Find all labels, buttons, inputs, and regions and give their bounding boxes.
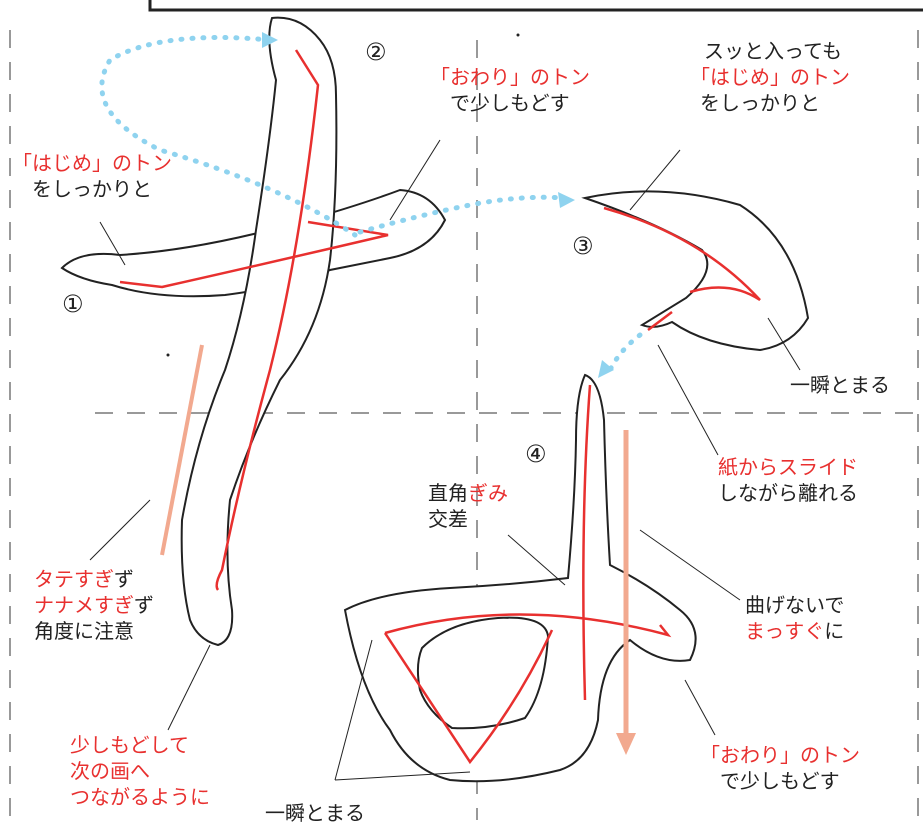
stroke-2-shape: [180, 16, 338, 647]
red-path-2: [215, 49, 320, 591]
leader-n6: [507, 534, 566, 586]
leader-n10b: [334, 771, 471, 781]
note-slide-off: 紙からスライド しながら離れる: [718, 454, 858, 506]
note-end-ton-2-red: 「おわり」のトン: [430, 65, 590, 89]
note-end-ton-2: 「おわり」のトン で少しもどす: [430, 64, 590, 116]
leader-n5: [657, 344, 719, 456]
note-end-ton-4: 「おわり」のトン で少しもどす: [700, 742, 860, 794]
leader-n4: [767, 317, 801, 371]
note-slide-off-red: 紙からスライド: [718, 455, 858, 479]
note-right-angle-red: ぎみ: [468, 481, 508, 505]
top-frame: [148, 0, 923, 12]
note-start-ton-3-line1: スッと入っても: [704, 39, 842, 63]
note-start-ton-1-black: をしっかりと: [32, 177, 152, 201]
stroke-4-inner-loop: [416, 616, 550, 730]
blue-guide-2: [357, 194, 568, 235]
dot-mark-2: [166, 353, 170, 357]
note-connect: 少しもどして 次の画へ つながるように: [70, 732, 210, 810]
red-path-4: [383, 384, 672, 765]
note-angle-black3: 角度に注意: [34, 619, 134, 643]
note-start-ton-1-red: 「はじめ」のトン: [12, 151, 172, 175]
note-straight-red: まっすぐ: [745, 619, 825, 643]
blue-arrowhead-2: [558, 192, 575, 208]
leader-n1: [99, 221, 126, 266]
leader-n10a: [334, 639, 373, 781]
leader-n2: [389, 139, 441, 221]
stroke-number-3: ③: [572, 232, 594, 260]
note-connect-line2: 次の画へ: [70, 759, 150, 783]
note-start-ton-1: 「はじめ」のトン をしっかりと: [12, 150, 172, 202]
blue-arrowhead-1: [262, 32, 278, 48]
red-path-1: [119, 220, 389, 289]
dot-mark: [516, 33, 520, 37]
salmon-down-arrow-head: [616, 733, 636, 755]
leader-n3: [629, 149, 681, 211]
note-angle: タテすぎず ナナメすぎず 角度に注意: [34, 566, 154, 644]
note-connect-line3: つながるように: [70, 785, 210, 809]
note-angle-red1: タテすぎ: [34, 567, 114, 591]
red-path-3: [603, 206, 761, 331]
salmon-angle-line: [160, 344, 204, 556]
note-start-ton-3-red: 「はじめ」のトン: [690, 65, 850, 89]
stroke-number-4: ④: [525, 440, 547, 468]
note-right-angle-black2: 交差: [428, 507, 468, 531]
blue-guide-3: [607, 332, 643, 373]
stroke-number-1: ①: [62, 290, 84, 318]
note-angle-red2: ナナメすぎ: [34, 593, 134, 617]
note-straight-black: 曲げないで: [745, 593, 845, 617]
note-pause-4: 一瞬とまる: [265, 801, 365, 825]
leader-n8: [89, 499, 151, 561]
note-start-ton-3-black: をしっかりと: [700, 91, 820, 115]
note-right-angle: 直角ぎみ 交差: [428, 480, 508, 532]
note-end-ton-2-black: で少しもどす: [450, 91, 570, 115]
leader-n7: [639, 529, 741, 601]
leader-n9: [167, 644, 211, 731]
note-end-ton-4-red: 「おわり」のトン: [700, 743, 860, 767]
blue-guide-1: [99, 35, 358, 238]
note-angle-black1: ず: [114, 567, 134, 591]
note-end-ton-4-black: で少しもどす: [720, 769, 840, 793]
note-connect-line1: 少しもどして: [70, 733, 189, 757]
stroke-3-shape: [581, 190, 810, 352]
note-angle-black2: ず: [134, 593, 154, 617]
note-straight-black-end: に: [824, 619, 845, 643]
blue-arrowhead-3: [598, 360, 614, 378]
note-right-angle-black1: 直角: [428, 481, 468, 505]
leader-n11: [684, 679, 716, 736]
note-start-ton-3: スッと入っても 「はじめ」のトン をしっかりと: [690, 38, 850, 116]
note-pause-3: 一瞬とまる: [790, 373, 890, 397]
note-straight: 曲げないで まっすぐに: [745, 592, 844, 644]
stroke-number-2: ②: [365, 38, 387, 66]
note-slide-off-black: しながら離れる: [718, 481, 858, 505]
